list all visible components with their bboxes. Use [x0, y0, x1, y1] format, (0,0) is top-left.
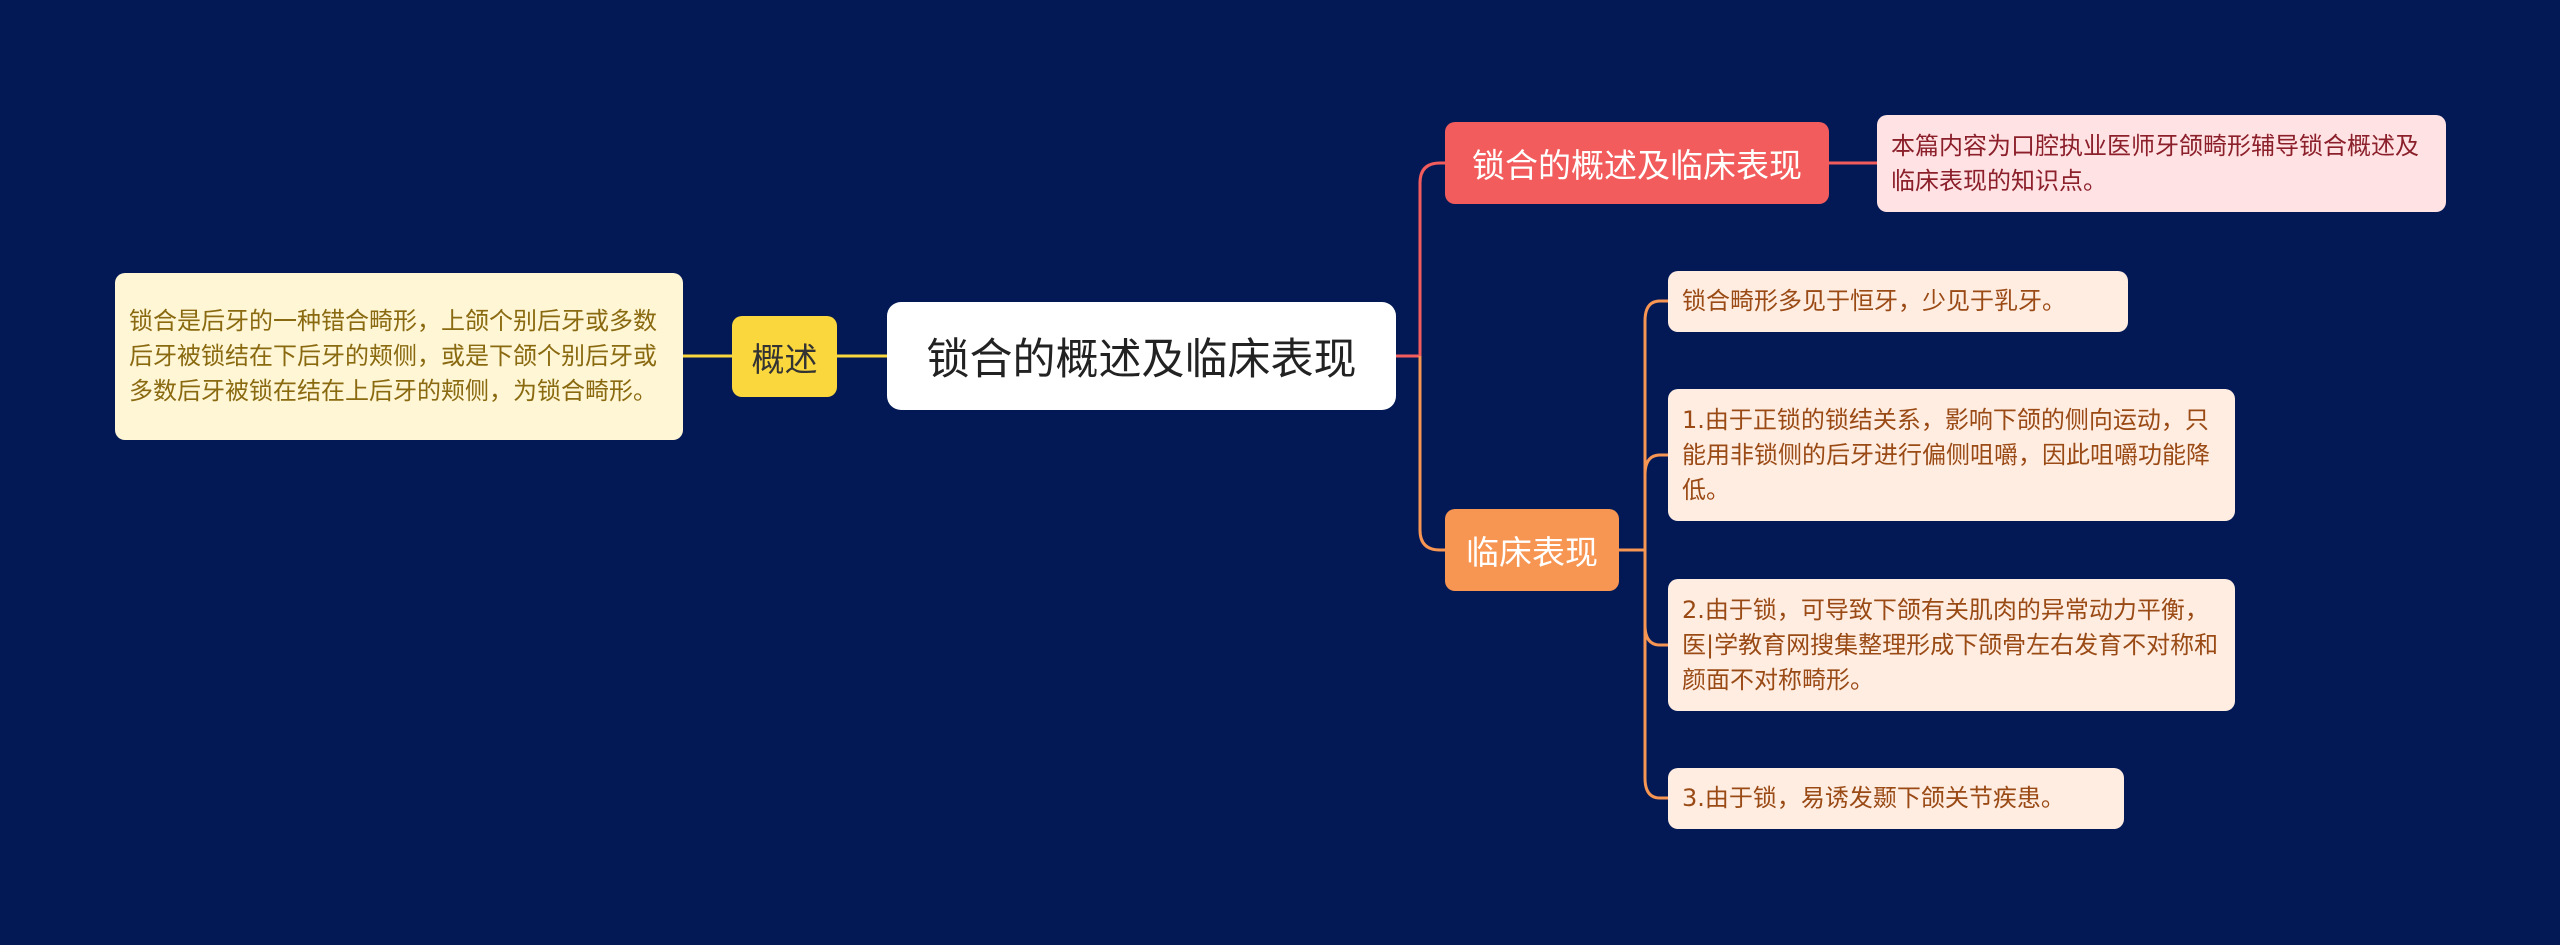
connector-root-topic-2 — [1418, 356, 1445, 552]
root-label: 锁合的概述及临床表现 — [926, 335, 1357, 385]
connector-root-topic-1 — [1418, 161, 1445, 356]
clinical-item[interactable]: 3.由于锁，易诱发颞下颌关节疾患。 — [1668, 768, 2124, 829]
topic-clinical-label: 临床表现 — [1466, 533, 1598, 572]
clinical-item[interactable]: 锁合畸形多见于恒牙，少见于乳牙。 — [1668, 271, 2128, 332]
summary-note[interactable]: 本篇内容为口腔执业医师牙颌畸形辅导锁合概述及临床表现的知识点。 — [1877, 115, 2446, 212]
connector-topic2-child2 — [1643, 453, 1668, 550]
summary-note-text: 本篇内容为口腔执业医师牙颌畸形辅导锁合概述及临床表现的知识点。 — [1891, 131, 2419, 195]
clinical-item[interactable]: 2.由于锁，可导致下颌有关肌肉的异常动力平衡，医|学教育网搜集整理形成下颌骨左右… — [1668, 579, 2235, 711]
clinical-item-text: 3.由于锁，易诱发颞下颌关节疾患。 — [1682, 784, 2065, 812]
clinical-item-text: 1.由于正锁的锁结关系，影响下颌的侧向运动，只能用非锁侧的后牙进行偏侧咀嚼，因此… — [1682, 405, 2210, 504]
topic-overview-label: 概述 — [751, 339, 818, 379]
topic-summary[interactable]: 锁合的概述及临床表现 — [1445, 122, 1829, 204]
overview-note[interactable]: 锁合是后牙的一种错合畸形，上颌个别后牙或多数后牙被锁结在下后牙的颊侧，或是下颌个… — [115, 273, 683, 440]
root-node[interactable]: 锁合的概述及临床表现 — [887, 302, 1396, 410]
topic-summary-label: 锁合的概述及临床表现 — [1472, 146, 1802, 185]
topic-overview[interactable]: 概述 — [732, 316, 837, 397]
clinical-item-text: 2.由于锁，可导致下颌有关肌肉的异常动力平衡，医|学教育网搜集整理形成下颌骨左右… — [1682, 595, 2219, 694]
clinical-item[interactable]: 1.由于正锁的锁结关系，影响下颌的侧向运动，只能用非锁侧的后牙进行偏侧咀嚼，因此… — [1668, 389, 2235, 521]
connector-topic2-child3 — [1643, 550, 1668, 647]
connector-topic2-child1 — [1643, 299, 1668, 550]
clinical-item-text: 锁合畸形多见于恒牙，少见于乳牙。 — [1682, 287, 2066, 315]
overview-note-text: 锁合是后牙的一种错合畸形，上颌个别后牙或多数后牙被锁结在下后牙的颊侧，或是下颌个… — [129, 307, 657, 405]
topic-clinical[interactable]: 临床表现 — [1445, 509, 1619, 591]
connector-topic2-child4 — [1643, 550, 1668, 800]
